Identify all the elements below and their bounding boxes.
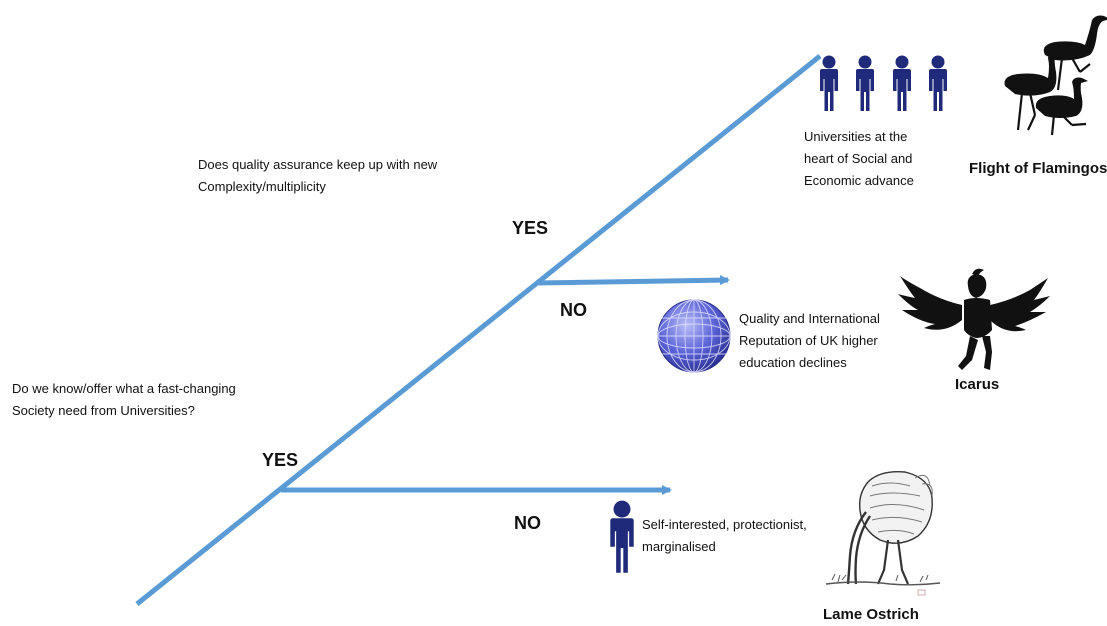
branch-first-yes: YES [262, 450, 299, 470]
outcome-middle-description: Quality and International Reputation of … [739, 311, 880, 370]
branch-second-yes: YES [512, 218, 549, 238]
outcome-bottom-description: Self-interested, protectionist, marginal… [642, 517, 807, 554]
person-icon [610, 500, 634, 573]
branch-first-no: NO [514, 513, 541, 533]
person-icon [820, 55, 838, 111]
people-group-top [820, 55, 947, 111]
branch-second-no: NO [560, 300, 587, 320]
flamingo-icon [1004, 15, 1107, 136]
globe-icon [657, 299, 731, 373]
question-second: Does quality assurance keep up with new … [198, 157, 438, 194]
outcome-bottom-caption: Lame Ostrich [823, 606, 919, 623]
outcome-middle-caption: Icarus [955, 376, 1000, 393]
icarus-icon [898, 268, 1050, 370]
question-first: Do we know/offer what a fast-changing So… [12, 381, 236, 418]
outcome-top-caption: Flight of Flamingos [969, 160, 1107, 177]
second-no-arrow [536, 275, 730, 286]
person-bottom [610, 500, 634, 573]
person-icon [856, 55, 874, 111]
outcome-top-description: Universities at the heart of Social and … [804, 129, 914, 188]
ostrich-icon [825, 471, 941, 596]
person-icon [929, 55, 947, 111]
person-icon [893, 55, 911, 111]
main-trunk-line [135, 54, 822, 606]
